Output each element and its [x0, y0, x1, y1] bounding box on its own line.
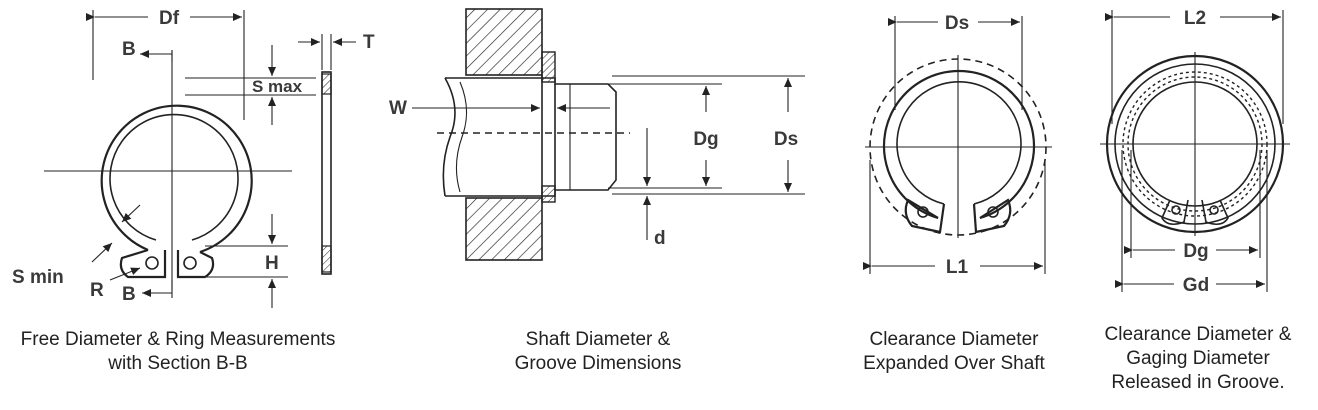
caption-line-3: Released in Groove.: [1111, 372, 1284, 393]
df-label: Df: [159, 8, 180, 29]
gaging-ring-drawing: [1100, 52, 1290, 236]
l1-dimension: L1: [863, 160, 1046, 278]
s-min-dimension: S min: [12, 204, 141, 288]
r-label: R: [90, 280, 104, 301]
l2-label: L2: [1184, 8, 1206, 29]
section-b-top: B: [122, 39, 173, 62]
caption-line-2: Expanded Over Shaft: [863, 353, 1045, 374]
expanded-ring-drawing: [865, 55, 1052, 238]
s-max-label: S max: [252, 77, 303, 96]
l2-dimension: L2: [1105, 8, 1284, 124]
shaft-drawing: [437, 77, 630, 197]
caption-clearance-expanded: Clearance Diameter Expanded Over Shaft: [863, 329, 1045, 374]
section-bb-profile: [321, 71, 332, 275]
caption-line-2: Gaging Diameter: [1126, 348, 1270, 369]
t-label: T: [363, 32, 375, 53]
h-dimension: H: [205, 214, 288, 308]
l1-label: L1: [946, 257, 969, 278]
panel-clearance-expanded: Ds L1 Clearance Diameter Expanded Over S…: [863, 13, 1052, 374]
dg-label: Dg: [1183, 241, 1208, 262]
df-dimension: Df: [86, 8, 245, 120]
b-top-label: B: [122, 39, 136, 60]
w-dimension: W: [389, 98, 610, 119]
dg-gaging-dimension: Dg: [1124, 150, 1261, 262]
caption-free-diameter: Free Diameter & Ring Measurements with S…: [21, 329, 336, 374]
section-b-bottom: B: [122, 280, 173, 305]
dg-dimension: Dg: [608, 83, 722, 189]
panel-free-diameter: Df B B S max: [12, 8, 375, 374]
ds-label: Ds: [774, 129, 798, 150]
s-min-label: S min: [12, 267, 64, 288]
s-max-dimension: S max: [185, 45, 316, 125]
b-bottom-label: B: [122, 284, 136, 305]
panel-shaft-groove: W Dg Ds d Shaft Diameter & Groove: [389, 8, 805, 374]
caption-line-1: Clearance Diameter &: [1105, 324, 1292, 345]
caption-line-2: Groove Dimensions: [515, 353, 682, 374]
dg-label: Dg: [693, 129, 718, 150]
ds-dimension: Ds: [612, 75, 805, 195]
d-label: d: [654, 228, 666, 249]
caption-line-1: Clearance Diameter: [870, 329, 1040, 350]
ring-section: [541, 51, 556, 203]
ds-label: Ds: [945, 13, 969, 34]
caption-line-1: Free Diameter & Ring Measurements: [21, 329, 336, 350]
caption-clearance-gaging: Clearance Diameter & Gaging Diameter Rel…: [1105, 324, 1292, 393]
caption-line-1: Shaft Diameter &: [526, 329, 671, 350]
h-label: H: [265, 253, 279, 274]
gd-label: Gd: [1183, 275, 1209, 296]
panel-clearance-gaging: L2 Dg Gd Clearance Diameter & Gaging Dia…: [1100, 8, 1292, 393]
housing-section: [465, 8, 543, 261]
w-label: W: [389, 98, 407, 119]
caption-line-2: with Section B-B: [107, 353, 247, 374]
t-dimension: T: [298, 32, 375, 70]
ds-clearance-dimension: Ds: [888, 13, 1023, 110]
caption-shaft-groove: Shaft Diameter & Groove Dimensions: [515, 329, 682, 374]
r-dimension: R: [90, 267, 141, 301]
d-dimension: d: [628, 128, 666, 249]
gd-dimension: Gd: [1115, 150, 1268, 296]
